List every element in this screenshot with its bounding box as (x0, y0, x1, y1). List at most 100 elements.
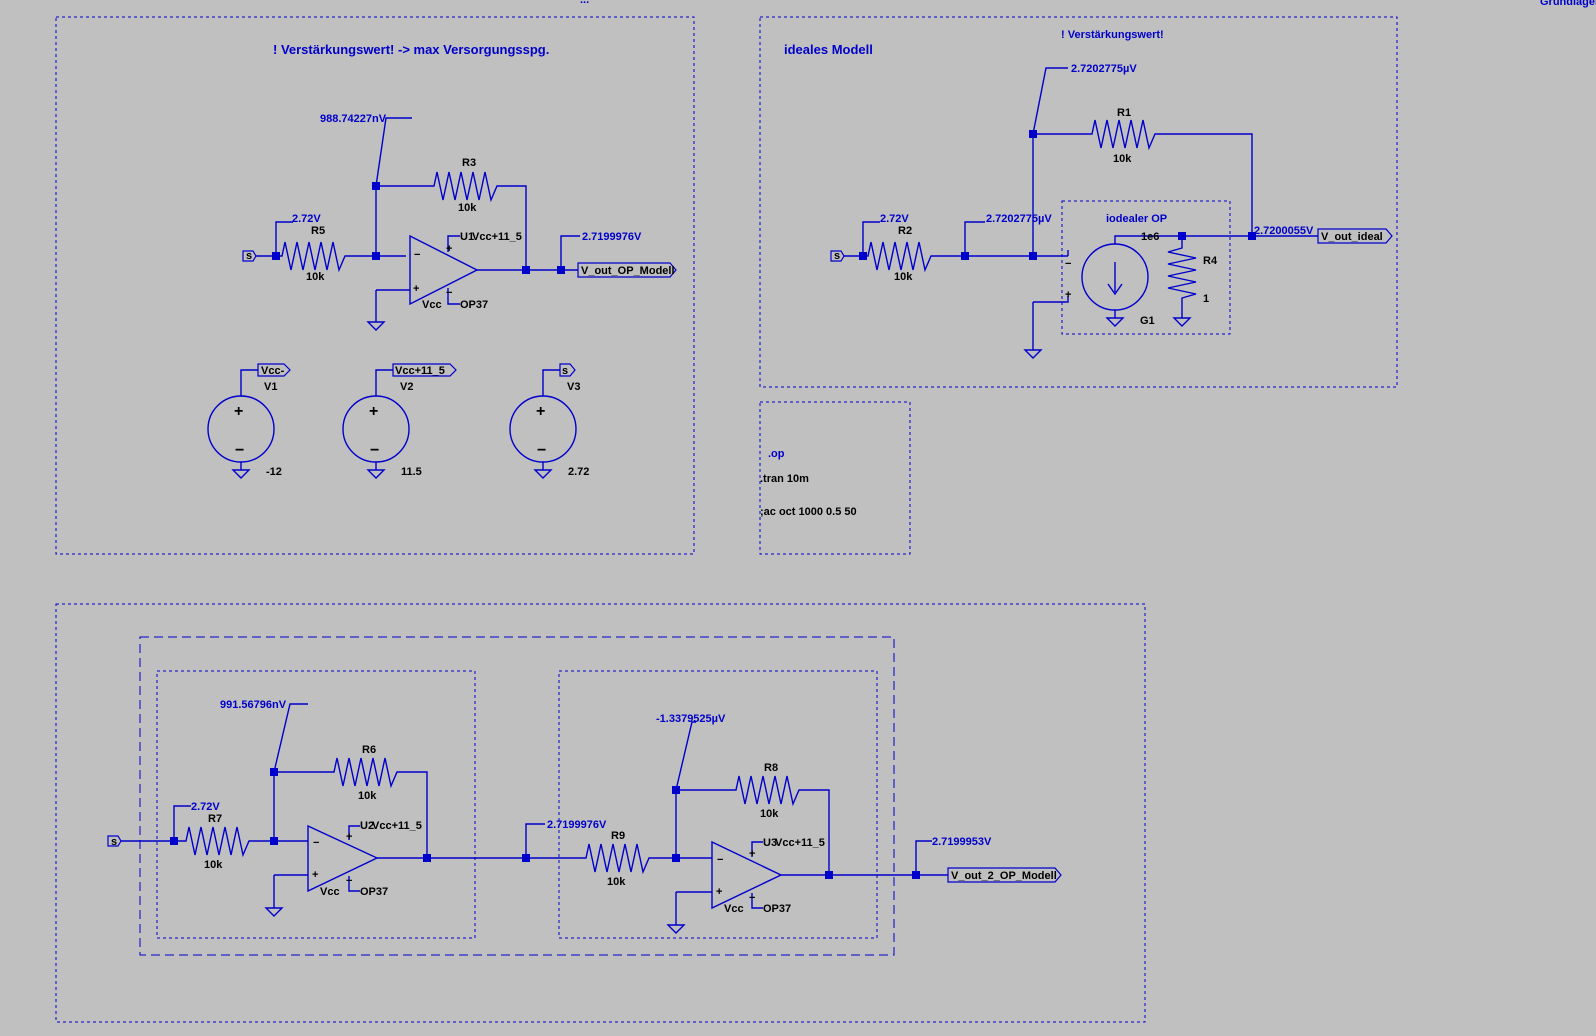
title-gain-note: ! Verstärkungswert! -> max Versorgungssp… (273, 42, 549, 57)
r5-name: R5 (311, 225, 325, 237)
r3-value: 10k (458, 202, 477, 214)
box-stage1 (156, 670, 476, 939)
r7-name: R7 (208, 813, 222, 825)
svg-text:+: + (312, 869, 318, 881)
circuit2: s 2.72V R2 10k 2.7202775µV 2.7202775µV R… (830, 63, 1393, 359)
r8-name: R8 (764, 762, 778, 774)
r1-value: 10k (1113, 153, 1132, 165)
c2-vin-label: 2.72V (880, 213, 909, 225)
c1-ground-icon (366, 321, 386, 331)
c3-vminus2-label: -1.3379525µV (656, 713, 726, 725)
g1-ground-icon (1105, 317, 1125, 327)
v1-ground-icon (231, 469, 251, 479)
title-gain-note-2: ! Verstärkungswert! (1061, 29, 1164, 41)
c3-opamp2-model: OP37 (763, 903, 791, 915)
r4-value: 1 (1203, 293, 1209, 305)
box-stage2 (558, 670, 878, 939)
v3-ground-icon (533, 469, 553, 479)
box-ideal-model (759, 16, 1398, 388)
svg-text:−: − (414, 249, 420, 261)
c2-out-flag-shape[interactable] (1317, 228, 1393, 244)
c3-ground1-icon (264, 907, 284, 917)
r9-name: R9 (611, 830, 625, 842)
svg-text:−: − (1065, 258, 1071, 270)
r6-name: R6 (362, 744, 376, 756)
svg-text:+: + (346, 831, 352, 843)
r4-name: R4 (1203, 255, 1218, 267)
v2-value: 11.5 (401, 466, 422, 478)
opamp-u3[interactable] (711, 840, 783, 910)
directive-tran[interactable]: .tran 10m (760, 473, 809, 485)
v2-name: V2 (400, 381, 413, 393)
box-circuit1 (55, 16, 695, 555)
title-ideal-model: ideales Modell (784, 42, 873, 57)
r7-value: 10k (204, 859, 223, 871)
svg-text:+: + (749, 848, 755, 860)
c3-opamp1-model: OP37 (360, 886, 388, 898)
c2-vminus-label: 2.7202775µV (986, 213, 1052, 225)
opamp-u2[interactable] (307, 824, 379, 893)
r2-value: 10k (894, 271, 913, 283)
in-flag-label: s (246, 250, 252, 262)
svg-text:−: − (537, 442, 546, 459)
r8-value: 10k (760, 808, 779, 820)
directive-op[interactable]: .op (768, 448, 785, 460)
svg-text:−: − (346, 875, 352, 887)
v1-name: V1 (264, 381, 277, 393)
c1-opamp-supply-pos: Vcc+11_5 (472, 231, 522, 243)
v2-flag: Vcc+11_5 (395, 365, 445, 377)
c3-opamp2-supply-neg: Vcc (724, 903, 744, 915)
c3-opamp1-supply-neg: Vcc (320, 886, 340, 898)
c1-opamp-model: OP37 (460, 299, 488, 311)
circuit1: s 2.72V R5 10k 988.74227nV R3 10k − + + … (242, 113, 677, 331)
svg-text:+: + (369, 403, 378, 420)
circuit3: s 2.72V R7 10k 991.56796nV R6 10k − + + … (107, 699, 1062, 934)
top-truncated-text: ... (580, 0, 589, 6)
v3-name: V3 (567, 381, 580, 393)
c3-vin-label: 2.72V (191, 801, 220, 813)
c1-out-flag-label: V_out_OP_Modell (581, 265, 675, 277)
r1-name: R1 (1117, 107, 1131, 119)
directive-ac[interactable]: ;ac oct 1000 0.5 50 (760, 506, 857, 518)
svg-text:+: + (446, 243, 452, 255)
c3-opamp1-name: U2 (360, 820, 374, 832)
sources: Vcc- + − V1 -12 Vcc+11_5 + − V2 11.5 s +… (207, 363, 589, 479)
v1-flag-shape[interactable] (257, 363, 291, 377)
c3-ground2-icon (666, 924, 686, 934)
svg-text:−: − (749, 892, 755, 904)
out-flag-shape[interactable] (577, 262, 677, 278)
r6-value: 10k (358, 790, 377, 802)
r9-value: 10k (607, 876, 626, 888)
svg-text:−: − (446, 287, 452, 299)
v2-ground-icon (366, 469, 386, 479)
c3-vminus1-label: 991.56796nV (220, 699, 287, 711)
v3-value: 2.72 (568, 466, 589, 478)
c2-ground-icon (1023, 349, 1043, 359)
c3-in-flag: s (111, 836, 117, 848)
in-flag-shape[interactable] (242, 250, 257, 262)
svg-text:+: + (234, 403, 243, 420)
c3-vmid-label: 2.7199976V (547, 819, 607, 831)
c3-opamp1-supply-pos: Vcc+11_5 (372, 820, 422, 832)
c1-vout-label: 2.7199976V (582, 231, 642, 243)
svg-text:−: − (235, 442, 244, 459)
c1-opamp-name: U1 (460, 231, 474, 243)
c3-out-flag: V_out_2_OP_Modell (951, 870, 1057, 882)
c2-in-flag-shape[interactable] (830, 250, 845, 262)
c1-opamp-supply-neg: Vcc (422, 299, 442, 311)
v2-flag-shape[interactable] (392, 363, 457, 377)
svg-text:−: − (313, 837, 319, 849)
ideal-op-box-label: iodealer OP (1106, 213, 1167, 225)
opamp-u1[interactable] (409, 234, 479, 306)
c3-vout-label: 2.7199953V (932, 836, 992, 848)
c3-out-flag-shape[interactable] (947, 867, 1062, 883)
box-directives (759, 401, 911, 555)
c1-vin-label: 2.72V (292, 213, 321, 225)
v1-flag: Vcc- (261, 365, 285, 377)
r2-name: R2 (898, 225, 912, 237)
c3-in-flag-shape[interactable] (107, 835, 122, 847)
g1-gain: 1e6 (1141, 231, 1159, 243)
v3-flag-shape[interactable] (559, 363, 576, 377)
box-two-stage (139, 636, 895, 956)
